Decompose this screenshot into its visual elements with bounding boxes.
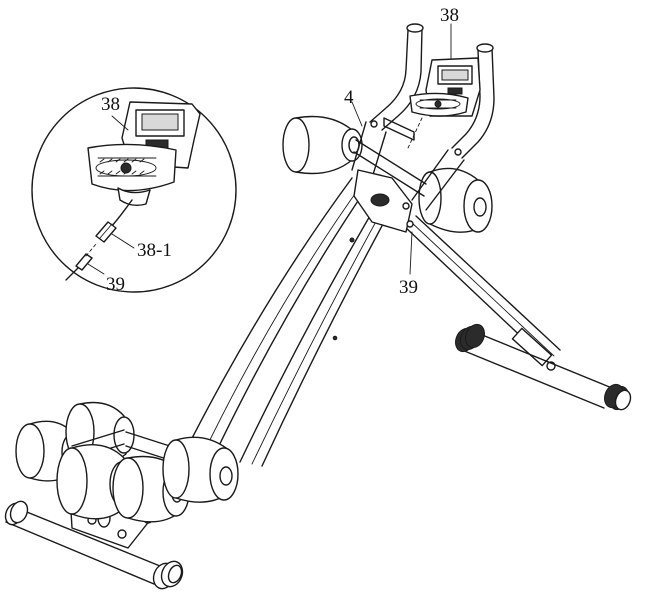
console-button <box>447 87 463 95</box>
detail-inset <box>31 87 237 293</box>
rail-hole <box>349 237 355 243</box>
front-base-tube <box>4 500 184 590</box>
leader-39 <box>409 231 413 275</box>
upper-foam-roller-left <box>282 115 363 175</box>
front-roller-set <box>15 401 239 523</box>
console-main <box>407 57 481 149</box>
rear-base-tube <box>455 323 632 411</box>
upper-foam-roller-right <box>418 167 493 233</box>
label-frame-bolt: 4 <box>344 87 354 108</box>
rail-hole <box>332 335 338 341</box>
label-sensor-wire: 39 <box>399 277 418 298</box>
center-hub <box>353 117 415 233</box>
inset-label-console: 38 <box>101 94 120 115</box>
label-console-top: 38 <box>440 5 459 26</box>
leader-4 <box>351 101 363 127</box>
rear-support-leg <box>403 215 561 371</box>
curved-rail <box>184 177 397 467</box>
inset-label-connector: 38-1 <box>137 240 172 261</box>
inset-wire-plug <box>75 253 93 271</box>
inset-label-wire: 39 <box>106 274 125 295</box>
upper-axle <box>355 139 427 185</box>
